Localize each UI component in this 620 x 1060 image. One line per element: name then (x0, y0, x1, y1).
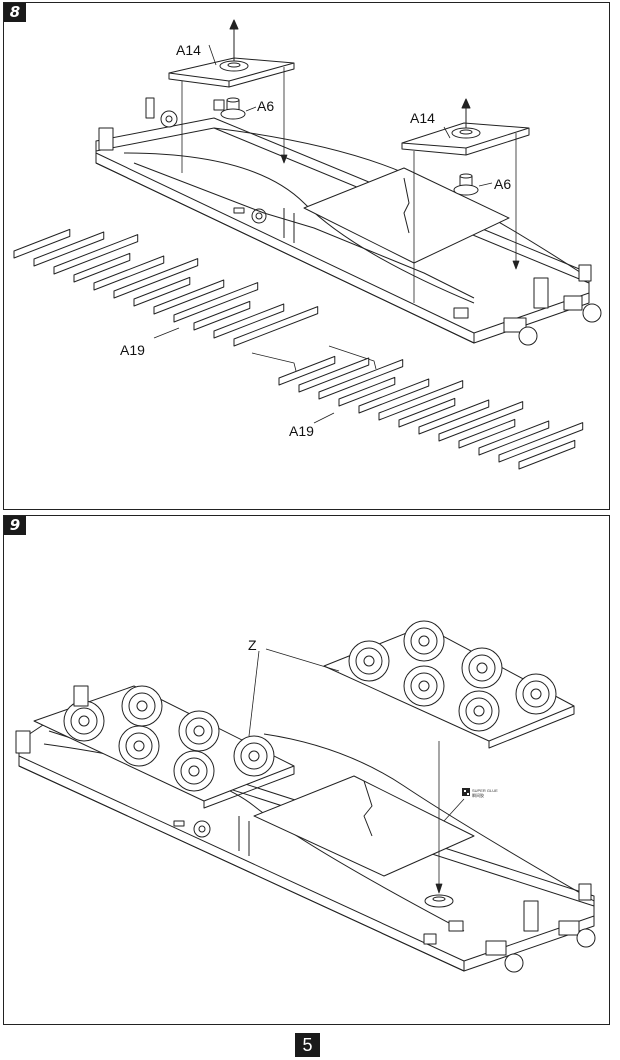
page-number: 5 (295, 1033, 320, 1057)
label-a19-lower: A19 (289, 423, 314, 439)
label-a14-left: A14 (176, 42, 201, 58)
label-a6-right: A6 (494, 176, 512, 192)
beam-slat (173, 282, 259, 323)
beam-slat (53, 234, 139, 275)
assembly-guide-lines (153, 44, 520, 424)
part-a6-left (220, 97, 246, 120)
beam-slat (518, 439, 576, 470)
wagon-frame (15, 720, 596, 973)
assembly-guide-lines (248, 648, 465, 894)
label-a19-upper: A19 (120, 342, 145, 358)
beam-slat (418, 399, 490, 435)
beam-slat (153, 279, 225, 315)
step-number-badge: 8 (4, 3, 26, 22)
part-a14-right (401, 98, 530, 156)
step-9-panel: 9 (3, 515, 610, 1025)
part-a19-lower-group (278, 355, 584, 470)
super-glue-icon (462, 788, 470, 796)
super-glue-label-cn: 瞬间胶 (472, 793, 484, 798)
beam-slat (278, 355, 336, 386)
part-a19-upper-group (13, 228, 319, 347)
beam-slat (193, 300, 251, 331)
beam-slat (318, 359, 404, 400)
label-z: Z (248, 637, 257, 653)
beam-slat (33, 231, 105, 267)
beam-slat (113, 258, 199, 299)
beam-slat (378, 380, 464, 421)
beam-slat (458, 418, 516, 449)
step-number-badge: 9 (4, 516, 26, 535)
label-a14-right: A14 (410, 110, 435, 126)
beam-slat (358, 378, 430, 414)
beam-slat (13, 228, 71, 259)
label-a6-left: A6 (257, 98, 275, 114)
beam-slat (73, 252, 131, 283)
bogie-installed (33, 685, 295, 809)
beam-slat (213, 303, 285, 339)
beam-slat (338, 376, 396, 407)
beam-slat (498, 422, 584, 463)
beam-slat (93, 255, 165, 291)
wagon-frame (95, 97, 602, 346)
part-a6-right (453, 173, 479, 196)
beam-slat (478, 420, 550, 456)
bogie-loose (323, 620, 575, 749)
beam-slat (438, 401, 524, 442)
step-8-illustration (13, 19, 602, 470)
step-9-illustration (15, 620, 596, 973)
part-a14-left (168, 19, 295, 88)
beam-slat (233, 306, 319, 347)
beam-slat (398, 397, 456, 428)
step-8-panel: 8 (3, 2, 610, 510)
super-glue-label-en: SUPER GLUE (472, 788, 498, 793)
beam-slat (133, 276, 191, 307)
beam-slat (298, 357, 370, 393)
